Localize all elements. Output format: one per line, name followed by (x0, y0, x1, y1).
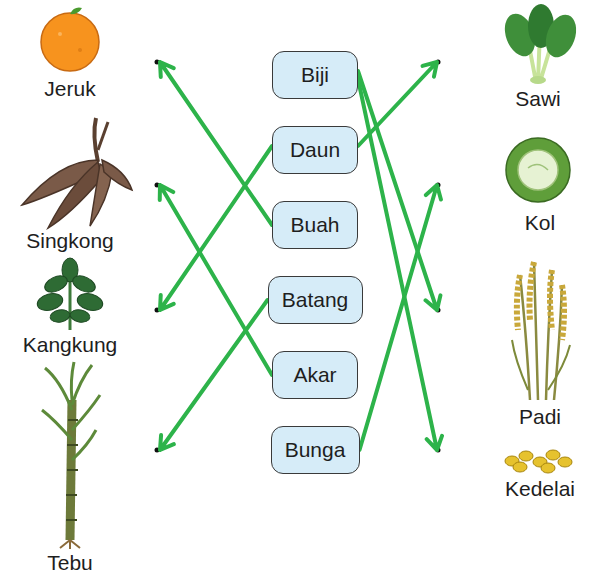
plant-name: Sawi (515, 86, 561, 112)
plant-item: Jeruk (20, 8, 160, 103)
match-arrow (160, 300, 268, 450)
part-label: Bunga (285, 438, 346, 462)
plant-item: Kol (437, 140, 587, 245)
part-label: Batang (282, 288, 349, 312)
rice-plant-picture (512, 262, 570, 400)
cassava-picture (22, 118, 132, 228)
part-label: Buah (290, 213, 339, 237)
plant-name: Kedelai (505, 476, 575, 502)
plant-part-box: Akar (272, 351, 358, 399)
sugarcane-picture (42, 362, 100, 549)
match-arrow (358, 62, 437, 146)
cabbage-picture (506, 138, 570, 202)
plant-item: Padi (437, 255, 587, 435)
match-arrow (160, 185, 272, 375)
water-spinach-picture (35, 258, 104, 330)
plant-part-box: Biji (272, 51, 358, 99)
match-arrow (160, 146, 272, 310)
plant-name: Kol (525, 210, 555, 236)
part-label: Akar (293, 363, 336, 387)
plant-name: Kangkung (23, 332, 118, 358)
plant-item: Tebu (20, 360, 160, 578)
mustard-greens-picture (499, 4, 581, 84)
plant-name: Tebu (47, 550, 93, 576)
plant-part-box: Buah (272, 201, 358, 249)
match-arrow (360, 185, 441, 450)
plant-item: Sawi (437, 8, 587, 118)
plant-item: Kedelai (437, 440, 587, 510)
plant-name: Padi (519, 404, 561, 430)
plant-name: Singkong (26, 228, 114, 254)
plant-name: Jeruk (44, 76, 95, 102)
part-label: Daun (290, 138, 340, 162)
plant-item: Singkong (10, 112, 160, 257)
part-label: Biji (301, 63, 329, 87)
soybean-picture (505, 450, 572, 473)
plant-part-box: Bunga (271, 426, 360, 474)
plant-part-box: Batang (268, 276, 363, 324)
orange-picture (41, 8, 99, 71)
match-arrow (160, 62, 272, 225)
plant-part-box: Daun (272, 126, 358, 174)
plant-item: Kangkung (5, 258, 160, 358)
